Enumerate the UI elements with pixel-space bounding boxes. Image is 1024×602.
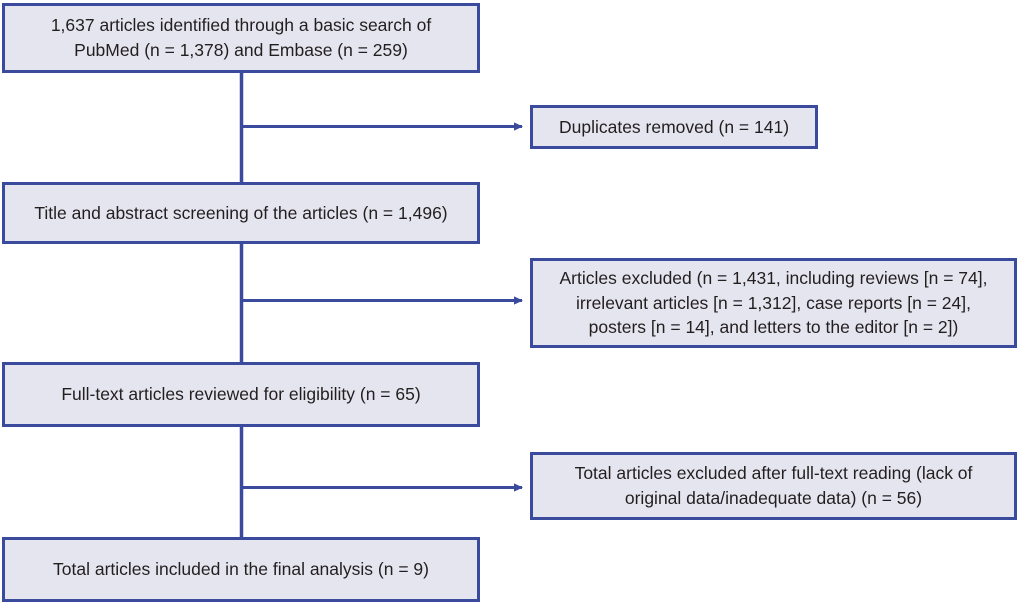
node-fulltext-reviewed: Full-text articles reviewed for eligibil…	[2, 362, 480, 427]
node-title-abstract-screening-label: Title and abstract screening of the arti…	[34, 202, 448, 223]
node-excluded-after-fulltext: Total articles excluded after full-text …	[530, 452, 1017, 520]
node-duplicates-removed-label: Duplicates removed (n = 141)	[558, 116, 790, 137]
node-articles-excluded: Articles excluded (n = 1,431, including …	[530, 258, 1017, 348]
node-articles-identified-label: 1,637 articles identified through a basi…	[50, 15, 432, 60]
node-articles-included: Total articles included in the final ana…	[2, 537, 480, 602]
node-duplicates-removed: Duplicates removed (n = 141)	[530, 105, 818, 149]
node-articles-excluded-label: Articles excluded (n = 1,431, including …	[559, 267, 988, 338]
node-fulltext-reviewed-label: Full-text articles reviewed for eligibil…	[61, 384, 421, 405]
node-articles-identified: 1,637 articles identified through a basi…	[2, 3, 480, 73]
node-articles-included-label: Total articles included in the final ana…	[53, 559, 429, 580]
node-excluded-after-fulltext-label: Total articles excluded after full-text …	[574, 463, 973, 508]
node-title-abstract-screening: Title and abstract screening of the arti…	[2, 182, 480, 244]
